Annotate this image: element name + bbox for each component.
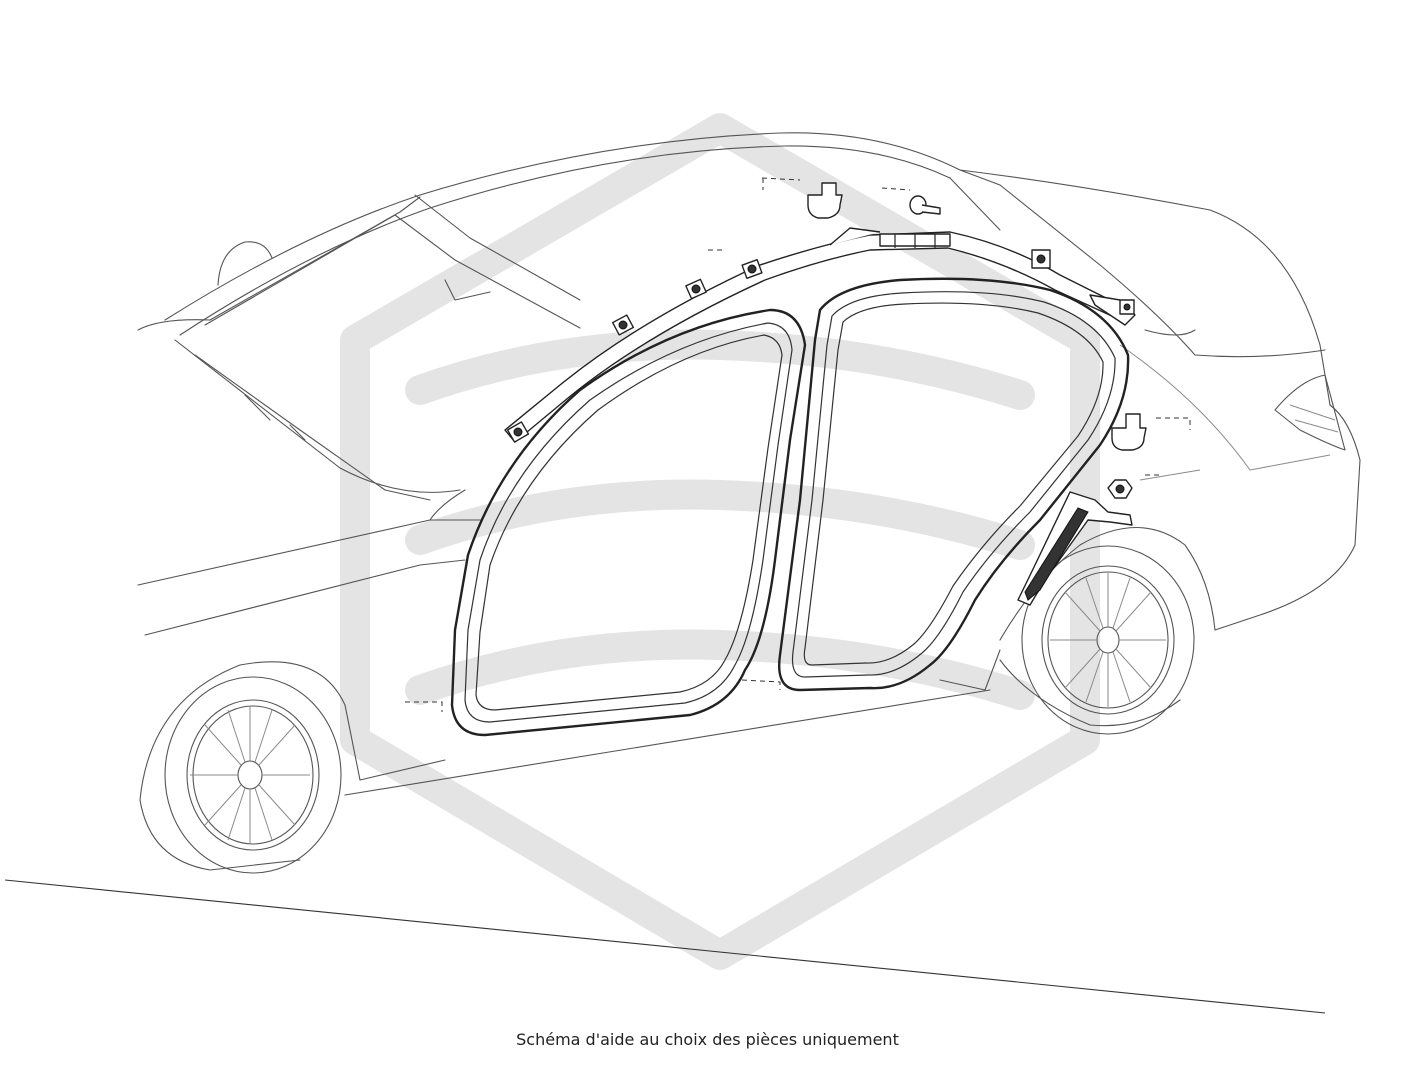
roof-rail-clips [506,249,1135,443]
label-patch-rear [1111,413,1191,476]
clip-3 [685,278,707,300]
clip-5 [1031,249,1051,269]
rear-door-seal [778,277,1130,692]
clip-4 [741,258,763,280]
front-wheel [164,676,342,874]
reference-markers [405,249,781,712]
car-body-outline [137,132,1361,871]
rear-wheel [1021,545,1195,735]
label-patch-top [761,177,843,219]
front-door-seal [450,308,807,737]
nut-fastener [1107,479,1133,499]
rear-pillar-bracket [1017,491,1133,606]
ground-line [4,879,1326,1014]
clip-6 [1119,299,1135,315]
clip-1 [506,421,530,443]
screw-fastener [881,187,941,215]
clip-2 [611,314,635,336]
curtain-airbag [504,227,1136,443]
watermark-logo [340,113,1100,970]
caption: Schéma d'aide au choix des pièces unique… [516,1030,899,1049]
